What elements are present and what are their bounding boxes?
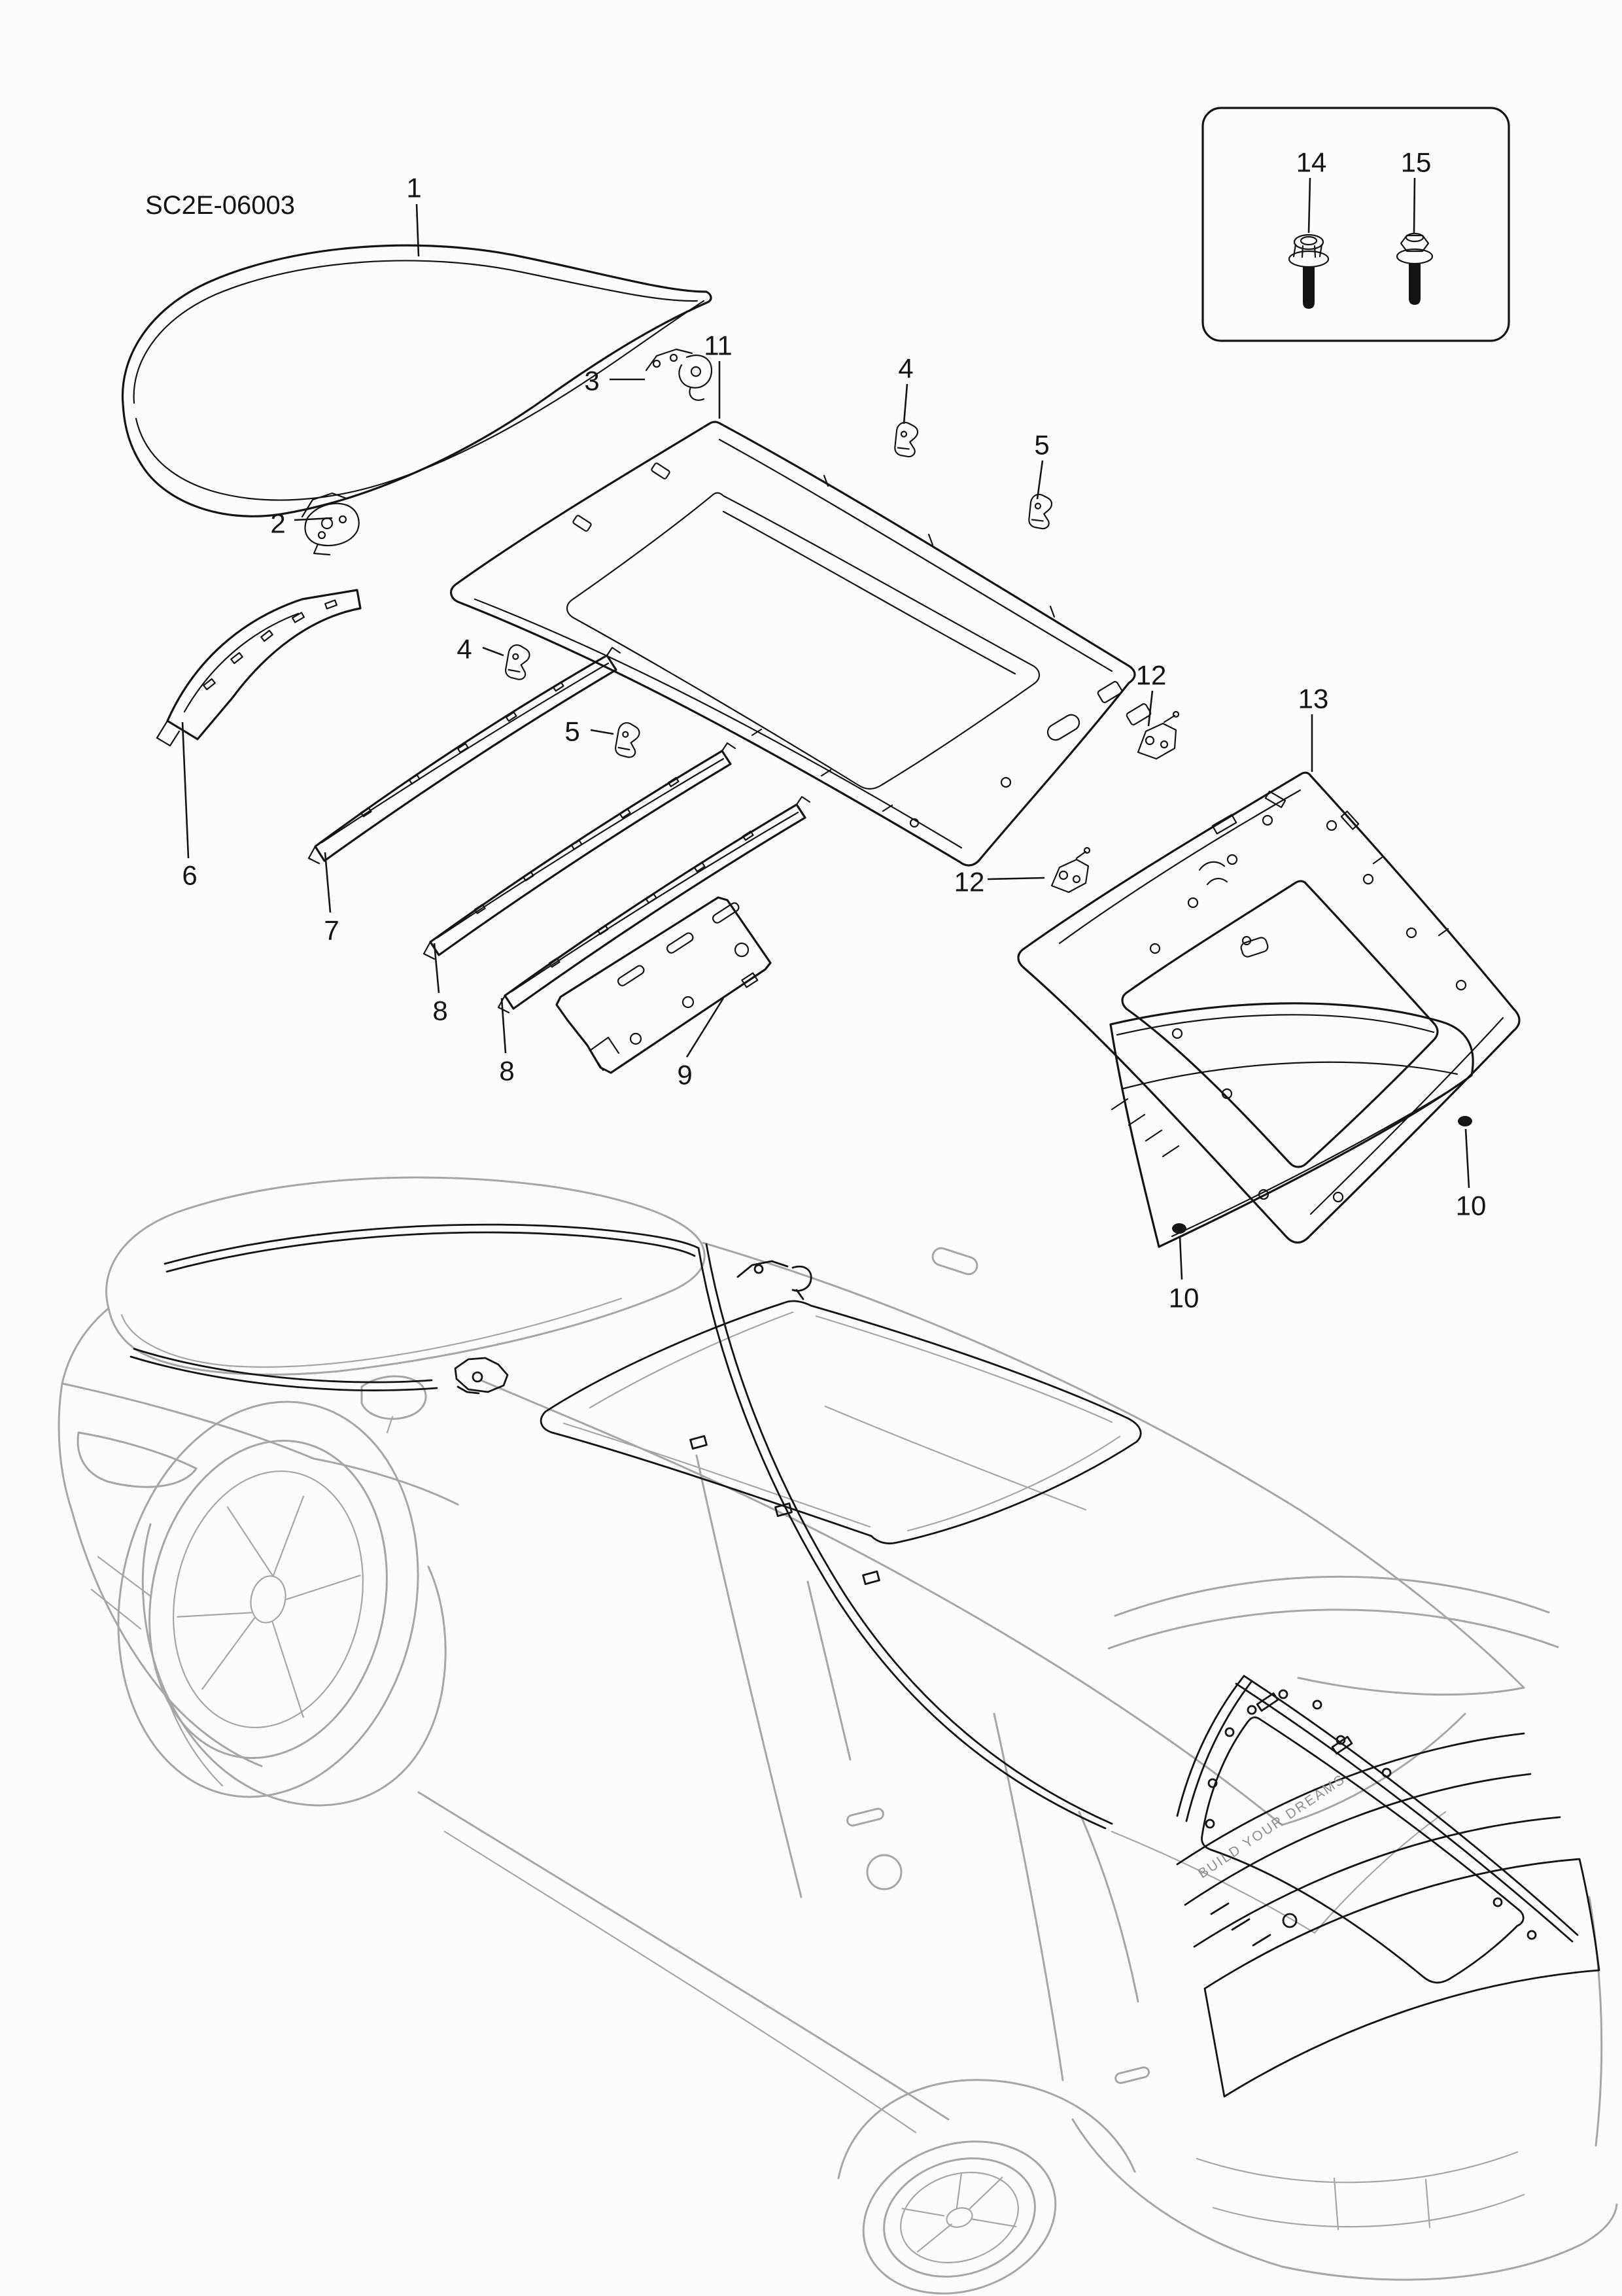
roof-panel-details (572, 462, 1152, 828)
callout-label-8-10: 8 (432, 996, 447, 1026)
header-rail-slots (203, 599, 337, 691)
inset-border (1201, 107, 1510, 342)
callout-leader-9-12 (685, 998, 725, 1058)
front-header-rail (156, 589, 362, 747)
vehicle-illustration: BUILD YOUR DREAMS (58, 1176, 1618, 2295)
callout-leader-12-15 (987, 877, 1045, 880)
tailgate-frame-details (1111, 790, 1467, 1203)
roof-bow-front (307, 646, 621, 865)
callout-leader-4-4 (903, 383, 908, 425)
callout-label-9-12: 9 (677, 1060, 692, 1090)
clip-5-top (1022, 491, 1058, 532)
front-wheel (117, 1400, 419, 1798)
rear-roof-rail-details (617, 902, 759, 1045)
callout-leader-7-9 (324, 852, 332, 913)
callout-label-8-11: 8 (499, 1056, 514, 1087)
callout-label-11-3: 11 (704, 330, 733, 361)
brand-text: BUILD YOUR DREAMS (1196, 1771, 1349, 1881)
callout-label-5-7: 5 (564, 716, 579, 747)
callout-label-13-14: 13 (1298, 684, 1329, 714)
callout-leader-2-1 (294, 517, 333, 521)
callout-leader-14-18 (1307, 177, 1311, 234)
callout-leader-6-8 (181, 722, 190, 859)
callout-label-4-6: 4 (457, 634, 472, 665)
callout-label-3-2: 3 (584, 366, 599, 396)
car-tailgate-structure (1176, 1675, 1600, 2098)
callout-leader-5-7 (590, 729, 614, 735)
figure-code: SC2E-06003 (145, 191, 295, 220)
callout-leader-8-10 (433, 943, 440, 994)
plug-10-right (1458, 1116, 1472, 1126)
rear-roof-rail (555, 896, 772, 1074)
tailgate-inner-frame (1017, 771, 1521, 1244)
callout-leader-15-19 (1413, 177, 1416, 234)
roof-bow-front-slots (360, 681, 564, 818)
car-body-lines (58, 1176, 1618, 2295)
roof-panel (450, 421, 1152, 867)
callout-label-15-19: 15 (1401, 147, 1432, 178)
callout-leader-8-11 (500, 998, 507, 1054)
callout-label-2-1: 2 (270, 508, 285, 539)
callout-leader-12-13 (1147, 690, 1154, 727)
callout-label-5-5: 5 (1034, 430, 1049, 461)
tailgate-hinge-upper (1137, 710, 1180, 760)
callout-leader-1-0 (415, 203, 420, 257)
roof-bow-mid-1 (423, 742, 736, 960)
callout-leader-5-5 (1036, 460, 1044, 500)
car-highlighted-parts: BUILD YOUR DREAMS (129, 1223, 1600, 2098)
callout-leader-10-17 (1179, 1236, 1183, 1280)
bolt-14-icon (1288, 234, 1330, 309)
callout-label-7-9: 7 (324, 915, 339, 946)
roof-glass-panel (121, 244, 712, 517)
tailgate-hinge-lower (1050, 846, 1091, 894)
roof-bracket-clamp (645, 348, 713, 401)
fastener-inset-box (1201, 107, 1510, 342)
roof-bow-mid-2-slots (548, 830, 754, 968)
callout-leader-10-16 (1464, 1128, 1470, 1189)
callout-label-10-16: 10 (1456, 1191, 1487, 1221)
callout-label-4-4: 4 (898, 353, 913, 384)
callout-label-14-18: 14 (1296, 147, 1327, 178)
plug-10-bottom (1172, 1223, 1186, 1234)
callout-label-6-8: 6 (182, 860, 197, 891)
roof-bow-mid-2 (497, 795, 811, 1014)
clip-5-left (610, 720, 644, 761)
car-roof-clips (689, 1435, 880, 1586)
callout-label-12-15: 12 (954, 867, 985, 897)
car-sunroof-bracket (736, 1260, 812, 1300)
car-cowl-bracket (454, 1357, 509, 1395)
clip-4-top (888, 419, 924, 461)
bolt-15-icon (1396, 232, 1434, 305)
callout-label-10-17: 10 (1169, 1283, 1199, 1313)
callout-label-12-13: 12 (1136, 660, 1167, 691)
tailgate-outer-panel (1109, 1002, 1474, 1248)
clip-4-left (500, 642, 534, 683)
roof-bow-mid-1-slots (474, 776, 680, 914)
callout-leader-4-6 (482, 646, 504, 657)
rear-wheel (862, 2140, 1057, 2295)
callout-label-1-0: 1 (406, 173, 421, 203)
